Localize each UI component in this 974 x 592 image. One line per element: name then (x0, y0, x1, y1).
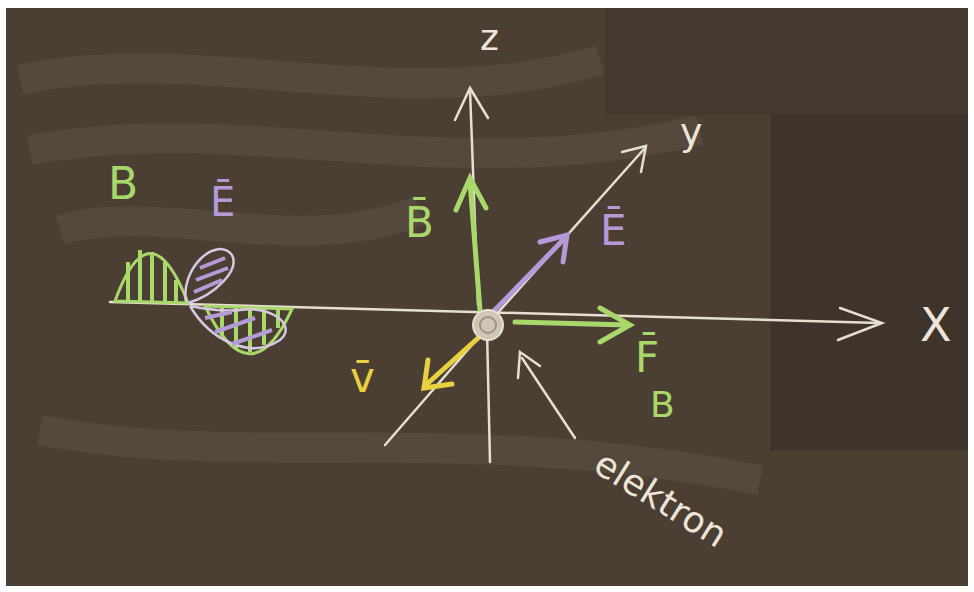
subscript-label: B (650, 385, 675, 425)
vector-label: B̄ (405, 200, 434, 246)
board (6, 8, 968, 586)
vector-label: Ē (600, 208, 627, 254)
vector-label: v̄ (350, 355, 375, 401)
electron (473, 310, 503, 340)
board-patch (770, 115, 968, 450)
axis-label: z (480, 18, 499, 58)
axis-label: y (680, 112, 703, 154)
chalk-smear (20, 60, 760, 480)
axis-label: X (920, 300, 952, 351)
axes (110, 88, 882, 462)
field-label: Ē (210, 180, 235, 224)
board-patch (605, 8, 968, 115)
field-label: B (108, 160, 138, 208)
vectors (424, 178, 630, 388)
em-wave (115, 249, 292, 354)
vector-label: F̄ (635, 335, 659, 381)
